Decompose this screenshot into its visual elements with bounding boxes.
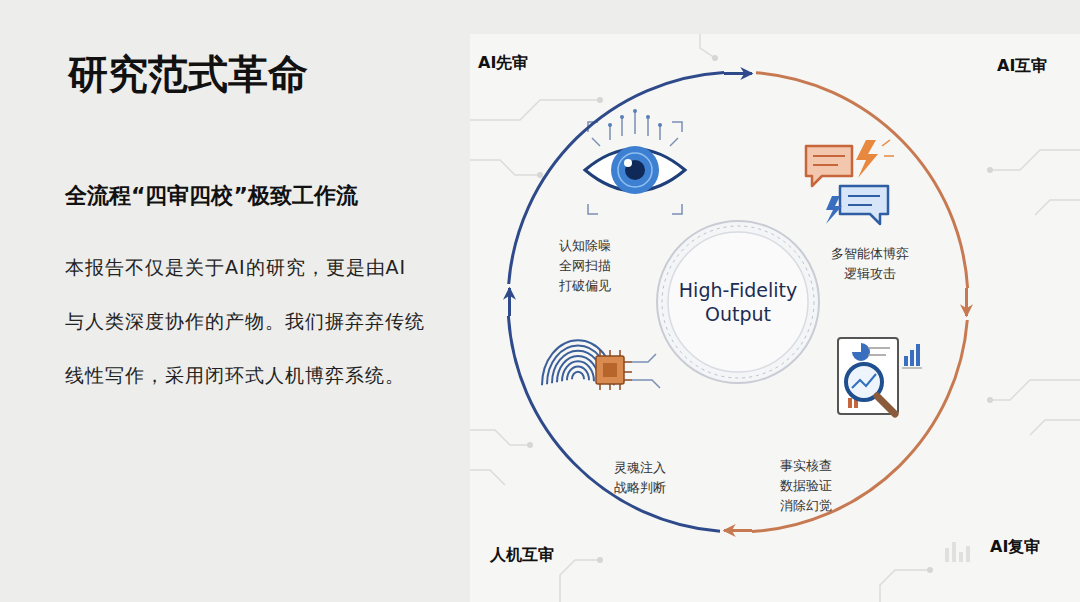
fingerprint-ridge — [557, 356, 599, 382]
debate-bubbles-icon — [806, 140, 894, 224]
stage-name-holder: 人机互审 — [490, 545, 554, 566]
stage-name-holder: AI先审 — [478, 53, 528, 74]
outer-ring — [657, 221, 819, 383]
center-rings — [656, 220, 820, 384]
stage-name-holder: AI复审 — [990, 537, 1040, 558]
stage-steps: 灵魂注入 战略判断 — [610, 458, 670, 498]
stage-name: 人机互审 — [490, 545, 554, 566]
stage-steps-holder: 认知除噪 全网扫描 打破偏见 — [555, 236, 615, 296]
fact-check-icon — [838, 338, 922, 414]
page-title-holder: 研究范式革命 — [68, 50, 308, 98]
fingerprint-ridge — [572, 372, 584, 379]
stage-steps-holder: 灵魂注入 战略判断 — [610, 458, 670, 498]
stage-name-holder: AI互审 — [997, 56, 1047, 77]
cycle-arrow — [724, 529, 752, 532]
stage-steps: 多智能体博弈 逻辑攻击 — [828, 244, 911, 284]
stage-steps: 事实核查 数据验证 消除幻觉 — [780, 456, 840, 516]
fingerprint-ridge — [567, 366, 589, 380]
body-text: 本报告不仅是关于AI的研究，更是由AI与人类深度协作的产物。我们摒弃弃传统线性写… — [65, 240, 425, 402]
stage-name: AI互审 — [997, 56, 1047, 77]
body-text-holder: 本报告不仅是关于AI的研究，更是由AI与人类深度协作的产物。我们摒弃弃传统线性写… — [65, 240, 425, 402]
cycle-arrow — [965, 288, 968, 316]
cycle-arrow — [508, 288, 511, 316]
dash-ring — [662, 226, 814, 378]
stage-name: AI复审 — [990, 537, 1040, 558]
circuit-pads — [527, 55, 993, 573]
panel-ground — [470, 34, 1080, 602]
stage-steps: 认知除噪 全网扫描 打破偏见 — [555, 236, 615, 296]
stage-name: AI先审 — [478, 53, 528, 74]
center-output: High-Fidelity Output — [674, 278, 802, 326]
stage-steps-holder: 多智能体博弈 逻辑攻击 — [828, 244, 911, 284]
eye-icon — [585, 109, 685, 214]
fingerprint-chip-icon — [542, 340, 660, 390]
subtitle-holder: 全流程“四审四校”极致工作流 — [65, 182, 358, 211]
fingerprint-ridge — [562, 361, 594, 381]
faint-bars — [945, 542, 970, 562]
page-title: 研究范式革命 — [68, 50, 308, 98]
subtitle: 全流程“四审四校”极致工作流 — [65, 182, 358, 211]
circuit-traces — [470, 34, 1080, 602]
cycle-arrow — [724, 72, 752, 75]
stage-steps-holder: 事实核查 数据验证 消除幻觉 — [780, 456, 840, 516]
inner-ring — [668, 232, 808, 372]
center-circle: High-Fidelity Output — [656, 220, 820, 384]
